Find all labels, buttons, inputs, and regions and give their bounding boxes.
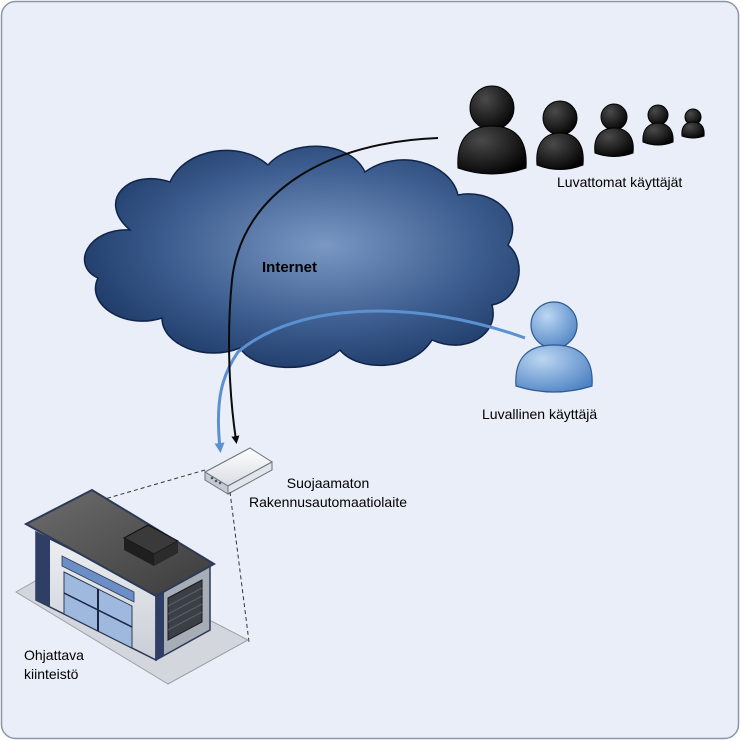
building-label: Ohjattava kiinteistö	[24, 646, 84, 684]
building-label-line-1: Ohjattava	[24, 647, 84, 663]
unauthorized-user-icon	[681, 108, 705, 139]
authorized-user-label: Luvallinen käyttäjä	[482, 406, 598, 422]
unauthorized-users-group	[457, 85, 705, 175]
unauthorized-user-icon	[642, 104, 674, 146]
building-icon	[15, 488, 250, 685]
automation-device-icon	[203, 447, 273, 495]
internet-label: Internet	[262, 259, 318, 276]
unauthorized-connection-line	[228, 137, 439, 444]
unauthorized-user-icon	[457, 85, 527, 175]
unauthorized-user-icon	[536, 100, 584, 170]
authorized-connection-line	[214, 309, 526, 453]
unauthorized-user-icon	[594, 103, 634, 157]
device-label-line-2: Rakennusautomaatiolaite	[249, 494, 407, 510]
unauthorized-users-label: Luvattomat käyttäjät	[557, 174, 683, 190]
building-label-line-2: kiinteistö	[24, 666, 79, 682]
device-label-line-1: Suojaamaton	[286, 475, 370, 491]
device-label: Suojaamaton Rakennusautomaatiolaite	[249, 474, 407, 512]
authorized-user-icon	[515, 301, 593, 393]
